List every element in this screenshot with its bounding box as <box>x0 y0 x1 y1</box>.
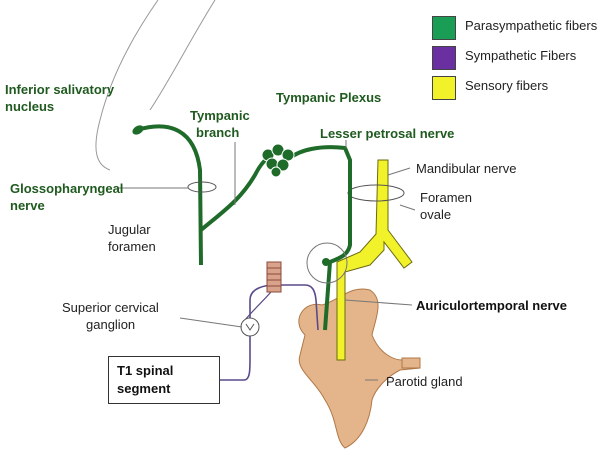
label-mandibular: Mandibular nerve <box>416 161 517 176</box>
label-foramen-ovale-2: ovale <box>420 207 452 222</box>
label-tympanic-branch-1: Tympanic <box>190 108 250 123</box>
cervical-ganglion-marker-arrow <box>245 323 255 331</box>
leader-foramen-ovale <box>399 204 416 211</box>
label-glossopharyngeal-1: Glossopharyngeal <box>10 181 124 196</box>
label-parotid: Parotid gland <box>386 374 463 389</box>
tympanic-branch-nerve <box>199 156 270 232</box>
legend-swatch-sensory <box>432 76 456 100</box>
label-tympanic-branch-2: branch <box>196 125 240 140</box>
head-outline <box>95 0 159 171</box>
leader-superior-cervical <box>179 317 243 328</box>
tympanic-plexus-cluster <box>261 143 295 178</box>
parotid-duct <box>401 357 421 369</box>
inferior-salivatory-nucleus <box>132 125 144 135</box>
label-jugular-2: foramen <box>108 239 156 254</box>
sympathetic-fiber <box>213 284 319 381</box>
legend-label-sympathetic: Sympathetic Fibers <box>465 48 577 63</box>
legend-swatch-parasympathetic <box>432 16 456 40</box>
head-outline-inner <box>149 0 216 111</box>
legend-swatch-sympathetic <box>432 46 456 70</box>
label-auriculotemporal: Auriculortemporal nerve <box>416 298 567 313</box>
label-foramen-ovale-1: Foramen <box>420 190 473 205</box>
label-superior-cervical-1: Superior cervical <box>62 300 159 315</box>
mandibular-nerve <box>336 159 413 361</box>
cervical-ganglion-marker <box>240 317 260 337</box>
label-glossopharyngeal-2: nerve <box>10 198 45 213</box>
superior-cervical-ganglion <box>266 261 282 293</box>
label-inferior-salivatory-2: nucleus <box>5 99 55 114</box>
label-t1-1: T1 spinal <box>117 363 174 378</box>
t1-spinal-segment-box: T1 spinal segment <box>108 356 220 404</box>
legend-label-parasympathetic: Parasympathetic fibers <box>465 18 598 33</box>
foramen-ovale-ring <box>347 184 405 202</box>
glossopharyngeal-nerve <box>136 124 203 266</box>
label-t1-2: segment <box>117 381 171 396</box>
leader-mandibular <box>387 167 411 176</box>
otic-ganglion <box>322 258 330 266</box>
label-lesser-petrosal: Lesser petrosal nerve <box>320 126 455 141</box>
label-inferior-salivatory-1: Inferior salivatory <box>5 82 115 97</box>
legend-label-sensory: Sensory fibers <box>465 78 549 93</box>
label-superior-cervical-2: ganglion <box>86 317 136 332</box>
label-jugular-1: Jugular <box>108 222 151 237</box>
label-tympanic-plexus: Tympanic Plexus <box>276 90 382 105</box>
otic-ganglion-ring <box>306 242 348 284</box>
lesser-petrosal-path <box>288 145 352 331</box>
jugular-ring <box>187 181 217 193</box>
leader-auriculotemporal <box>344 299 413 306</box>
